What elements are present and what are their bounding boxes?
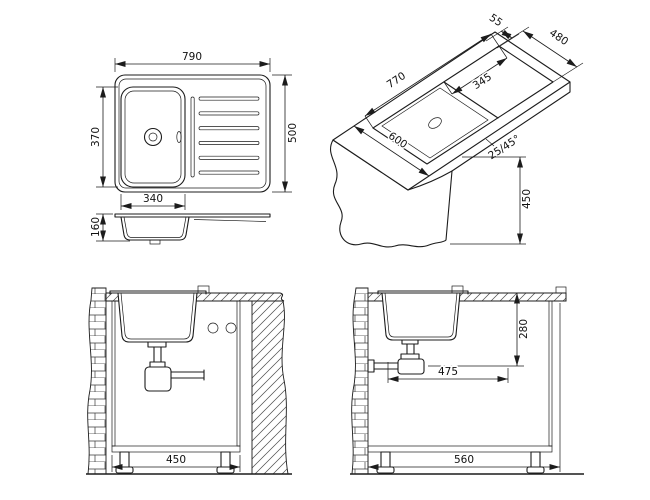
mounting-hole	[207, 322, 219, 334]
sink-rim-flange	[109, 290, 207, 295]
iso-chamfer-label: 25/45°	[486, 133, 522, 162]
adjustable-foot	[115, 466, 134, 474]
adjustable-foot	[216, 466, 235, 474]
sink-rim-inner	[118, 78, 267, 189]
plan-width-dimension: 790	[114, 50, 271, 72]
sink-outline	[114, 74, 271, 193]
plan-bowl-width-label: 340	[143, 193, 163, 205]
adjustable-foot	[526, 466, 545, 474]
drain-hole	[148, 132, 158, 142]
wall-section-right-view	[351, 287, 369, 475]
worktop-thickness-edge	[451, 81, 571, 172]
hatched-panel	[251, 300, 289, 475]
sink-rim-flange-side	[377, 290, 469, 295]
iso-height-label: 450	[521, 189, 533, 209]
clearance-label: 475	[438, 366, 458, 378]
overflow-slot	[176, 131, 182, 143]
iso-edge-label: 55	[487, 12, 505, 29]
plan-bowl-height-dimension: 370	[89, 86, 118, 188]
bowl-outline	[120, 86, 186, 188]
mounting-hole	[225, 322, 237, 334]
profile-depth-dimension: 160	[89, 213, 130, 242]
iso-height-dimension: 450	[450, 156, 535, 245]
drain-stub	[149, 239, 161, 245]
plan-depth-label: 500	[287, 123, 299, 143]
bottle-trap	[144, 341, 205, 392]
wall-section-left	[87, 287, 107, 475]
cabinet-depth-label: 560	[454, 454, 474, 466]
plan-bowl-height-label: 370	[90, 127, 102, 147]
drainer-grooves	[190, 96, 260, 178]
drain-outline	[143, 127, 163, 147]
cabinet-width-dimension: 450	[111, 453, 241, 472]
rim-profile	[114, 213, 271, 218]
bowl-section-outer	[117, 292, 198, 343]
iso-cutout-length-label: 770	[385, 70, 408, 91]
cabinet-width-label: 450	[166, 454, 186, 466]
drain-height-label: 280	[518, 319, 530, 339]
bowl-section-inner	[120, 292, 195, 340]
front-section-view: 450	[86, 285, 292, 475]
rim-fitting-side	[451, 285, 464, 294]
side-section-view: 280 475 560	[350, 285, 584, 475]
profile-view: 160	[89, 213, 271, 245]
iso-chamfer-note: 25/45°	[485, 131, 524, 163]
drain-height-dimension: 280	[428, 292, 532, 367]
iso-view: 55 480 770 345 600 25/45°	[330, 10, 584, 248]
profile-depth-label: 160	[90, 217, 102, 237]
drainer-profile-line	[193, 219, 267, 222]
cabinet-depth-dimension: 560	[367, 303, 561, 472]
iso-drain	[428, 117, 442, 129]
bowl-section-outer-side	[381, 292, 461, 341]
bowl-profile-inner	[123, 216, 187, 238]
clearance-dimension: 475	[387, 362, 509, 383]
countertop-section-side	[367, 292, 567, 302]
plan-bowl-width-dimension: 340	[120, 192, 186, 210]
iso-cutout-width-label: 480	[547, 27, 570, 48]
counter-edge-trim	[555, 286, 567, 294]
plan-width-label: 790	[182, 51, 202, 63]
plan-depth-dimension: 500	[272, 74, 301, 193]
bowl-profile-outer	[120, 216, 190, 241]
adjustable-foot	[376, 466, 395, 474]
space-saver-trap	[367, 339, 425, 375]
plan-view: 790 370 500 340	[89, 50, 301, 210]
rim-fitting	[197, 285, 210, 294]
bowl-section-inner-side	[384, 292, 458, 338]
